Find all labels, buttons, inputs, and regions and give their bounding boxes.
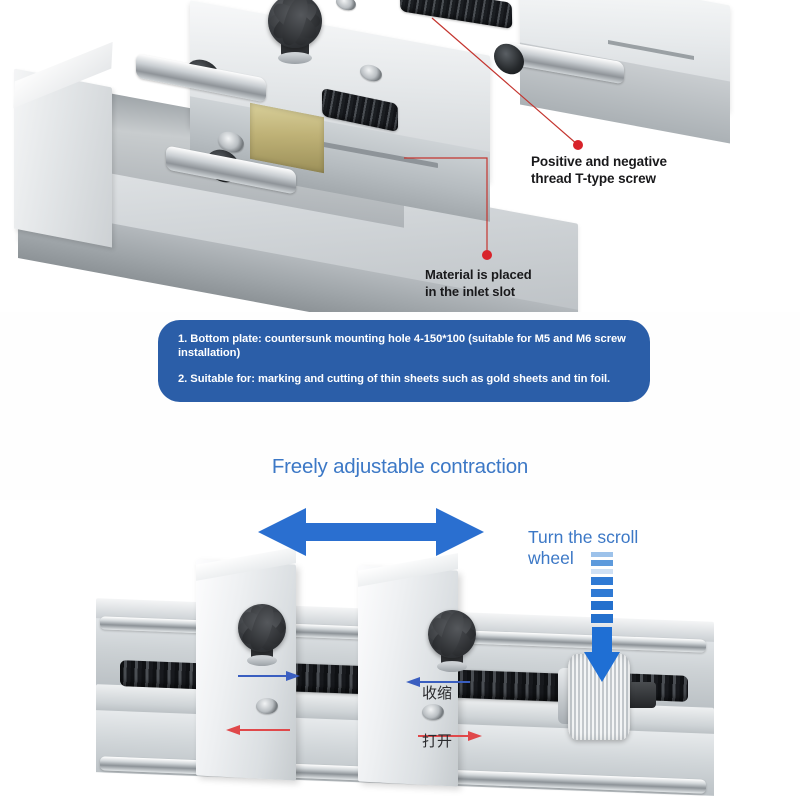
specification-info-box: 1. Bottom plate: countersunk mounting ho…: [158, 320, 650, 402]
countersunk-hole-top: [336, 0, 356, 12]
bottom-product-photo: [0, 500, 800, 800]
motion-label-open: 打开: [422, 732, 453, 750]
left-knob-washer: [247, 655, 277, 666]
right-knob-washer: [437, 661, 467, 672]
star-knob: [268, 0, 322, 48]
section-heading-adjustable-contraction: Freely adjustable contraction: [271, 455, 529, 478]
left-star-knob: [238, 603, 286, 653]
info-line-bottom-plate: 1. Bottom plate: countersunk mounting ho…: [178, 333, 626, 360]
top-product-photo: Positive and negative thread T-type scre…: [0, 0, 800, 312]
motion-label-shrink: 收缩: [422, 684, 453, 702]
info-line-suitable-for: 2. Suitable for: marking and cutting of …: [178, 372, 611, 385]
countersunk-hole-left-jaw: [256, 698, 278, 714]
knob-washer: [278, 52, 312, 64]
callout-label-inlet-slot: Material is placed in the inlet slot: [425, 267, 532, 299]
countersunk-hole-right-jaw: [422, 704, 444, 720]
right-jaw-block: [358, 565, 458, 787]
scroll-wheel-shaft: [626, 682, 656, 708]
horizontal-double-arrow-icon: [258, 508, 484, 556]
callout-label-t-screw: Positive and negative thread T-type scre…: [531, 154, 667, 187]
t-type-lead-screw: [399, 0, 513, 29]
scroll-wheel-down-arrow-icon: [584, 552, 620, 682]
right-star-knob: [428, 609, 476, 659]
left-jaw-block: [196, 559, 296, 781]
callout-label-scroll-wheel: Turn the scroll wheel: [528, 527, 639, 569]
